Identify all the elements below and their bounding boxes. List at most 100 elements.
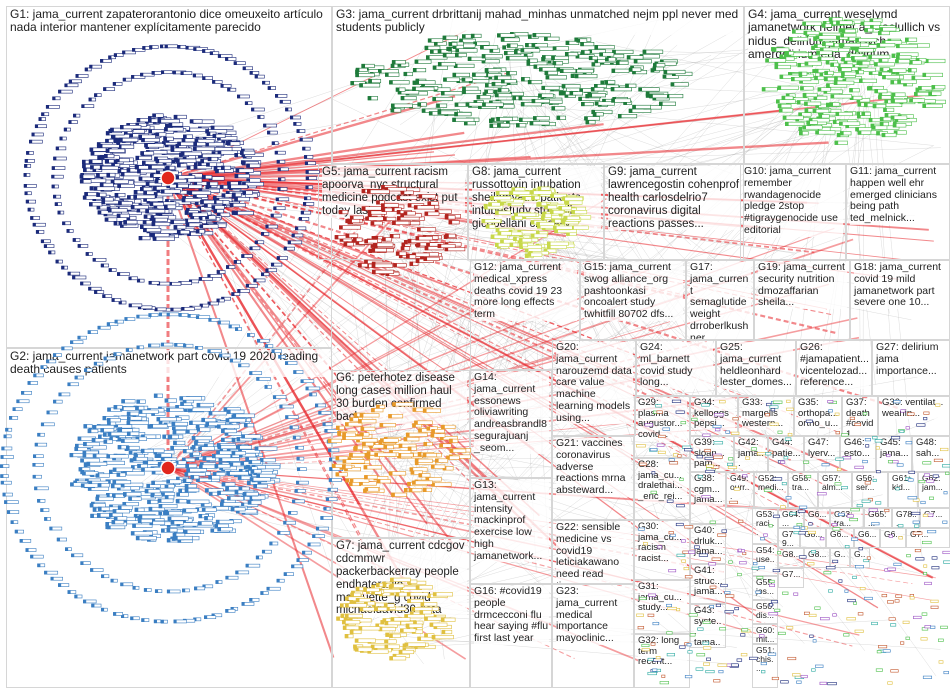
node [841, 28, 846, 34]
node [432, 96, 437, 102]
node [67, 271, 71, 276]
node [437, 243, 442, 249]
node [808, 613, 817, 617]
node [148, 313, 152, 317]
node [414, 458, 419, 463]
node [371, 248, 376, 253]
node [709, 605, 714, 609]
node [247, 333, 251, 337]
node [777, 551, 782, 555]
node [452, 117, 456, 122]
node [225, 609, 229, 613]
node [283, 520, 287, 525]
node [166, 479, 170, 484]
node [135, 155, 140, 160]
node [542, 55, 546, 60]
node [375, 582, 380, 588]
node [506, 43, 511, 48]
node [777, 103, 782, 109]
node [372, 269, 376, 274]
node [789, 37, 793, 42]
node [164, 495, 169, 500]
node [563, 215, 568, 220]
node [777, 430, 783, 434]
node [407, 598, 411, 604]
node [158, 504, 163, 509]
node [400, 213, 404, 218]
node [427, 201, 432, 206]
node [391, 492, 395, 497]
node [44, 517, 48, 521]
node [564, 52, 569, 57]
node [109, 512, 113, 517]
node [849, 88, 853, 93]
node [24, 159, 28, 163]
node [520, 102, 525, 107]
node [298, 216, 302, 221]
node [376, 200, 380, 205]
node [644, 423, 653, 427]
node [151, 480, 155, 485]
node [242, 66, 246, 71]
node [105, 138, 109, 144]
node [381, 203, 385, 208]
node [349, 452, 353, 458]
node [556, 115, 561, 120]
node [81, 104, 85, 109]
node [148, 343, 152, 348]
node [75, 443, 79, 448]
node [682, 445, 692, 449]
node [502, 45, 506, 50]
node [16, 399, 20, 404]
node [358, 419, 362, 424]
group-box-g3: G3: jama_current drbrittanij mahad_minha… [332, 6, 744, 164]
node [838, 579, 843, 583]
group-box-g19: G19: jama_current security nutrition dmo… [754, 260, 850, 340]
node [304, 161, 309, 166]
group-box-g17: G17: jama_current semaglutide weight drr… [686, 260, 754, 340]
node [501, 79, 505, 84]
node [237, 475, 242, 480]
node [893, 562, 902, 566]
node [5, 427, 9, 432]
node [396, 195, 401, 200]
node [153, 393, 158, 398]
node [383, 444, 388, 450]
node [518, 238, 523, 243]
node [4, 500, 8, 504]
node [802, 92, 807, 98]
node [158, 312, 162, 317]
node [113, 53, 118, 57]
node [443, 77, 447, 82]
node [840, 42, 845, 48]
node [145, 182, 150, 187]
node [37, 498, 41, 503]
node [814, 68, 819, 74]
node [238, 180, 242, 186]
node [173, 440, 177, 445]
node [679, 645, 686, 649]
node [202, 175, 206, 180]
node [179, 396, 184, 401]
node [882, 75, 886, 80]
node [130, 205, 135, 210]
node [236, 437, 241, 442]
node [525, 43, 529, 48]
edge [375, 58, 917, 593]
node [155, 132, 160, 137]
node [737, 572, 742, 577]
node [53, 156, 57, 161]
node [581, 50, 585, 55]
node [798, 71, 803, 76]
node [253, 484, 257, 489]
node [533, 64, 538, 69]
node [273, 206, 277, 211]
node [490, 234, 495, 239]
node [296, 467, 301, 471]
node [668, 458, 675, 462]
node [217, 444, 222, 450]
node [157, 119, 162, 124]
node [264, 385, 268, 389]
node [855, 38, 859, 43]
node [99, 182, 104, 187]
